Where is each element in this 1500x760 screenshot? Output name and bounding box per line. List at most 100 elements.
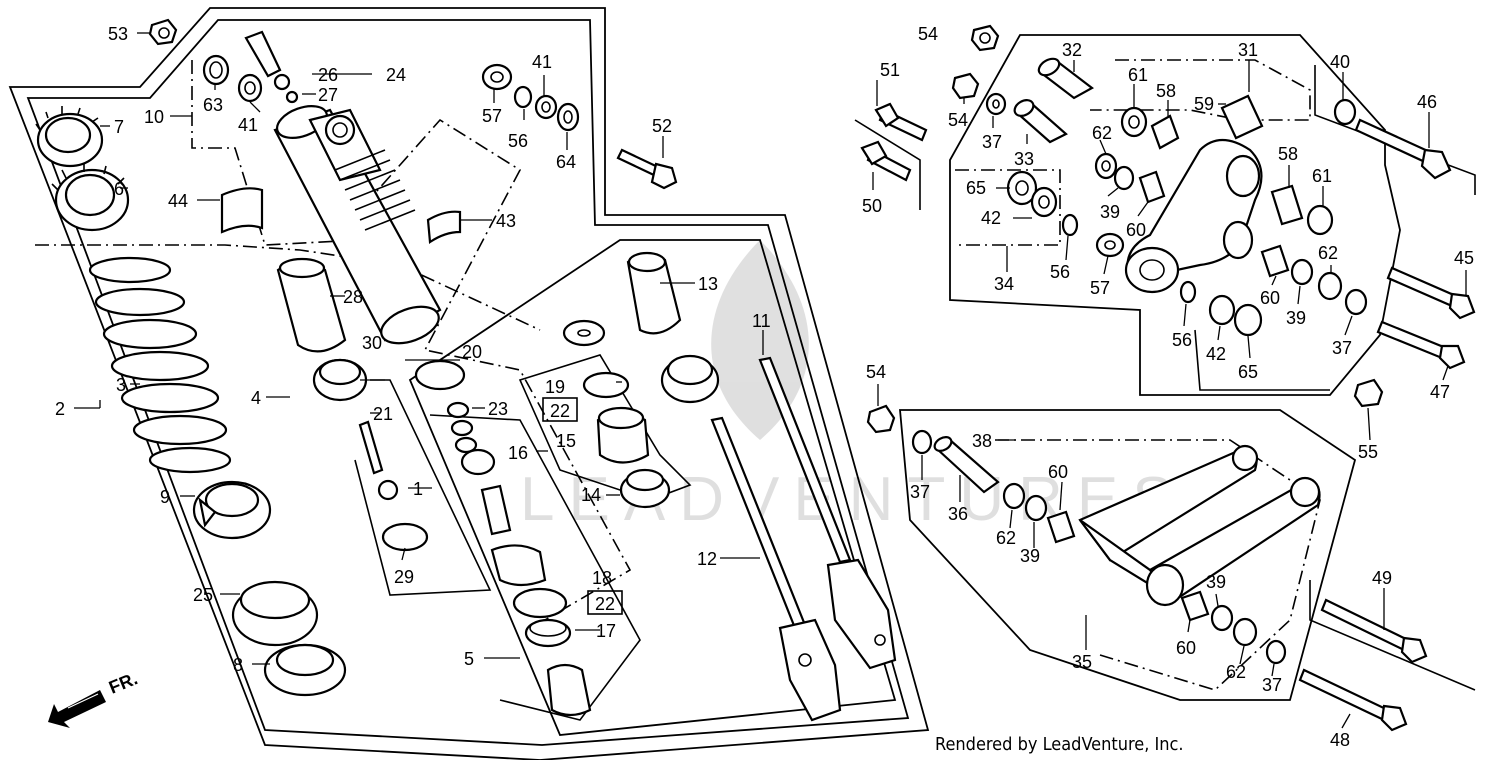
- front-direction-label: FR.: [106, 668, 140, 697]
- part-41-bushing-top: [534, 94, 558, 120]
- part-53-nut: [148, 18, 178, 46]
- callout-15: 15: [556, 431, 576, 451]
- callout-41-top: 41: [532, 52, 552, 72]
- part-47-bolt: [1376, 320, 1466, 370]
- callout-54-mid: 54: [866, 362, 886, 382]
- group-35-outline: [995, 439, 1321, 691]
- callout-18: 18: [592, 568, 612, 588]
- part-41-bushing-left: [237, 73, 263, 103]
- callout-25: 25: [193, 585, 213, 605]
- part-36-collar: [933, 436, 1000, 494]
- callout-37-right: 37: [1332, 338, 1352, 358]
- inner-frame-2: [408, 239, 897, 736]
- part-56-clip-top: [513, 85, 533, 109]
- callout-5: 5: [464, 649, 474, 669]
- callout-10: 10: [144, 107, 164, 127]
- callout-64: 64: [556, 152, 576, 172]
- callout-labels: 53 7 10 63 41 26 24 27 57 56 41 64 52 6 …: [55, 24, 1474, 750]
- part-5-valve-stack: [480, 484, 547, 587]
- callout-48: 48: [1330, 730, 1350, 750]
- part-54-nut-mid: [866, 404, 896, 434]
- callout-37-top: 37: [982, 132, 1002, 152]
- callout-22-box-lower: [587, 590, 623, 615]
- part-39-washer-d: [1210, 604, 1234, 632]
- part-10-shock-body: [273, 105, 442, 345]
- callout-30: 30: [362, 333, 382, 353]
- callout-27: 27: [318, 85, 338, 105]
- part-31-shock-arm: [1124, 138, 1263, 294]
- inner-frame: [26, 19, 910, 746]
- callout-60-right: 60: [1260, 288, 1280, 308]
- part-37-washer-c: [911, 429, 933, 455]
- callout-37-lower: 37: [910, 482, 930, 502]
- callout-7: 7: [114, 117, 124, 137]
- part-62-washer-c: [1002, 482, 1026, 510]
- callout-59: 59: [1194, 94, 1214, 114]
- callout-23: 23: [488, 399, 508, 419]
- parts: FR.: [35, 18, 1476, 732]
- part-cup: [660, 354, 720, 404]
- part-9-spring-stopper: [192, 480, 272, 540]
- callout-62-bottom: 62: [1226, 662, 1246, 682]
- callout-6: 6: [114, 179, 124, 199]
- part-57-nut-a: [1095, 232, 1125, 258]
- callout-19: 19: [545, 377, 565, 397]
- callout-37-bottom: 37: [1262, 675, 1282, 695]
- part-40-washer: [1333, 98, 1357, 126]
- callout-51: 51: [880, 60, 900, 80]
- upper-right-frame: [949, 34, 1401, 396]
- part-28-cap: [276, 257, 347, 353]
- callout-2: 2: [55, 399, 65, 419]
- callout-62-top: 62: [1092, 123, 1112, 143]
- part-56-clip-b: [1179, 280, 1197, 304]
- part-58-bearing-b: [1270, 184, 1304, 226]
- callout-22-lower: 22: [595, 594, 615, 614]
- part-52-bolt: [616, 148, 678, 190]
- part-49-bolt: [1320, 598, 1428, 664]
- group-lower-right-bracket: [1194, 329, 1330, 391]
- lower-right-frame: [899, 409, 1357, 701]
- part-39-washer-a: [1113, 165, 1135, 191]
- group-spring-outline: [35, 244, 541, 331]
- callout-57-top: 57: [482, 106, 502, 126]
- callout-53: 53: [108, 24, 128, 44]
- part-43-label: [426, 210, 462, 244]
- part-42-collar-b: [1208, 294, 1236, 326]
- callout-42-lower: 42: [1206, 344, 1226, 364]
- part-48-bolt: [1298, 668, 1408, 732]
- part-60-bearing-d: [1180, 590, 1210, 622]
- callout-1: 1: [413, 479, 423, 499]
- part-18-ring: [512, 587, 568, 619]
- part-56-clip-a: [1061, 213, 1079, 237]
- callout-12: 12: [697, 549, 717, 569]
- callout-39-right: 39: [1286, 308, 1306, 328]
- bolt-guide-46: [1314, 65, 1476, 195]
- part-8-spring-seat: [263, 643, 347, 697]
- part-26-valve: [244, 30, 299, 104]
- callout-36: 36: [948, 504, 968, 524]
- part-19-ring: [582, 371, 630, 399]
- callout-20: 20: [462, 342, 482, 362]
- callout-13: 13: [698, 274, 718, 294]
- callout-44: 44: [168, 191, 188, 211]
- group-5-bracket: [429, 414, 641, 721]
- front-direction-arrow-icon: [48, 690, 106, 728]
- section-frames: [8, 7, 1476, 760]
- callout-45: 45: [1454, 248, 1474, 268]
- part-25-ring: [231, 580, 319, 647]
- callout-60-top: 60: [1126, 220, 1146, 240]
- callout-38: 38: [972, 431, 992, 451]
- callout-24: 24: [386, 65, 406, 85]
- callout-3: 3: [116, 375, 126, 395]
- callout-55: 55: [1358, 442, 1378, 462]
- bolt-guide-51: [854, 119, 921, 210]
- callout-60-lower: 60: [1048, 462, 1068, 482]
- callout-56-mid: 56: [1050, 262, 1070, 282]
- callout-32: 32: [1062, 40, 1082, 60]
- part-13-bump-rubber: [626, 251, 682, 335]
- part-61-seal-a: [1120, 106, 1148, 138]
- part-5-bump-rubber: [546, 663, 592, 717]
- part-14-cap: [619, 468, 671, 509]
- callout-52: 52: [652, 116, 672, 136]
